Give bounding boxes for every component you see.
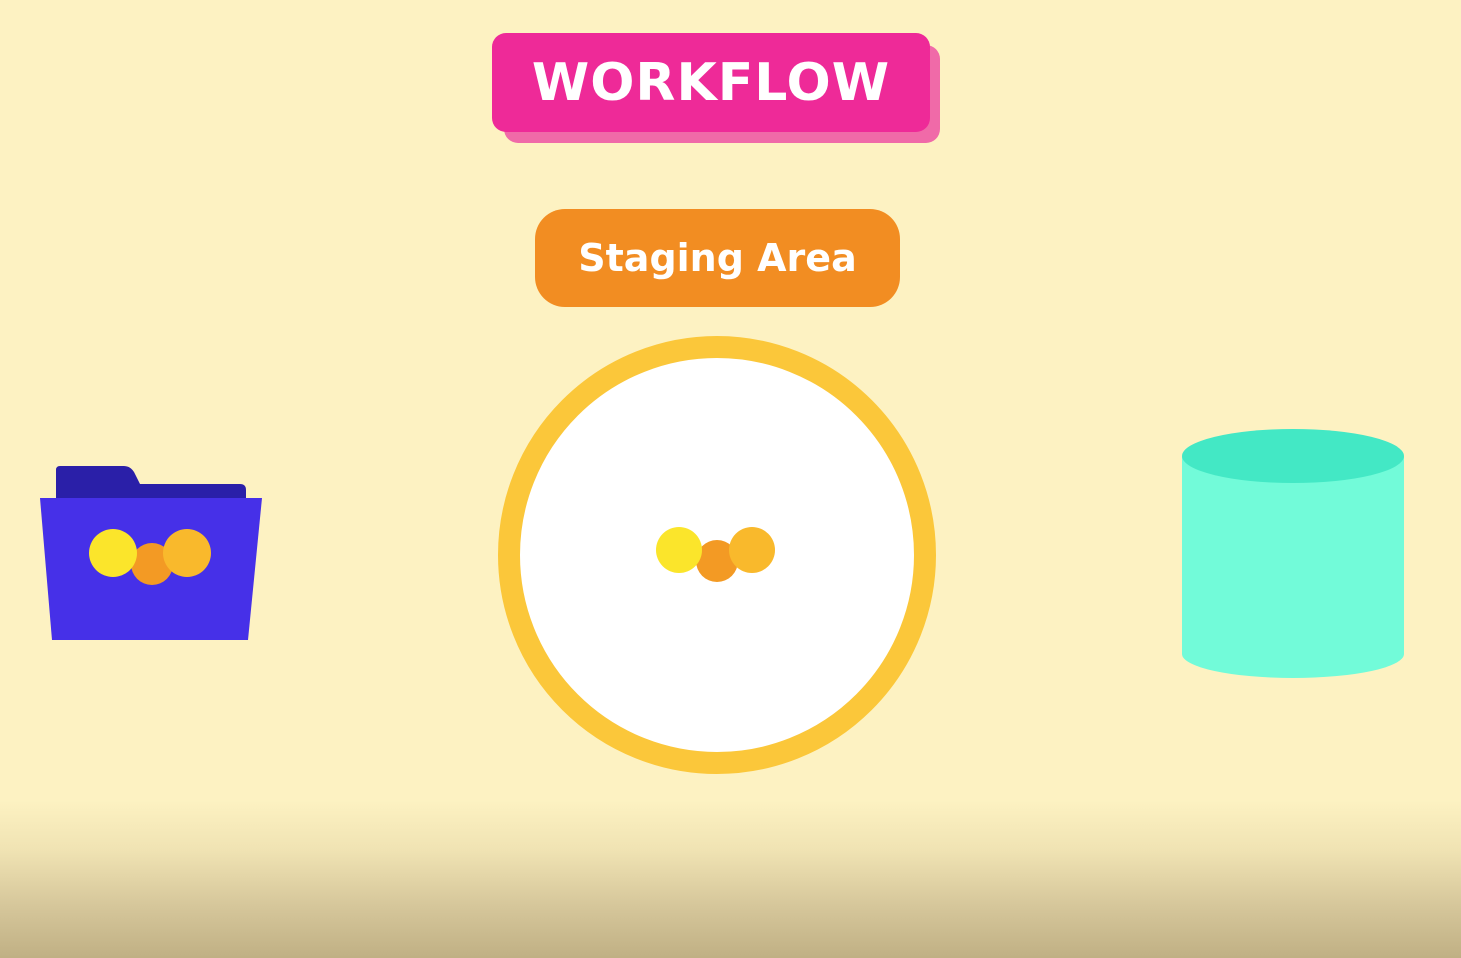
folder-dot-yellow <box>89 529 137 577</box>
folder-dot-gold <box>163 529 211 577</box>
workflow-title: WORKFLOW <box>492 33 930 132</box>
folder-icon <box>40 466 262 640</box>
staging-area-label: Staging Area <box>535 209 900 307</box>
database-cylinder-icon <box>1182 429 1404 678</box>
staging-dot-yellow <box>656 527 702 573</box>
database-top <box>1182 429 1404 483</box>
staging-dot-gold <box>729 527 775 573</box>
file-dots-icon <box>656 527 775 582</box>
database-body <box>1182 456 1404 678</box>
folder-dot-orange <box>131 543 173 585</box>
staging-dot-orange <box>696 540 738 582</box>
workflow-title-block: WORKFLOW <box>492 33 942 145</box>
